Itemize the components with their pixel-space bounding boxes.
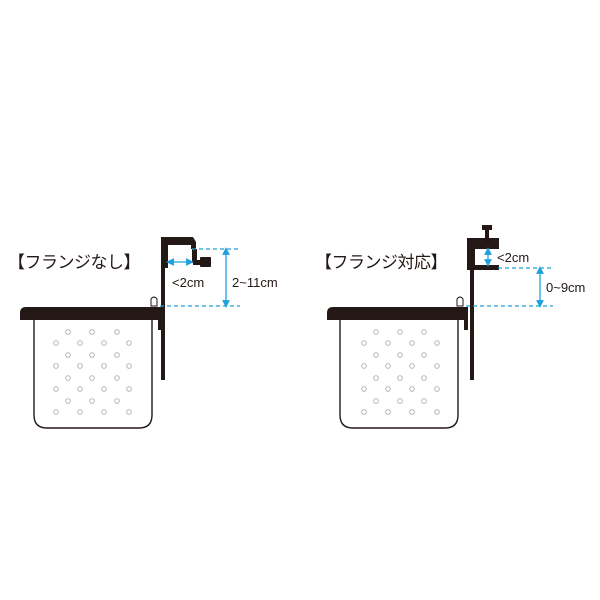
left-basin-holes	[53, 329, 132, 415]
left-clamp-screw-knob	[200, 257, 211, 267]
left-gap-label: <2cm	[172, 275, 205, 290]
right-sink-figure	[327, 225, 553, 429]
left-range-label: 2~11cm	[232, 275, 278, 290]
right-clamp-screw-knob	[482, 225, 492, 230]
left-countertop	[20, 307, 162, 330]
left-basin	[33, 320, 153, 429]
left-counter-knob	[150, 296, 158, 307]
right-gap-label: <2cm	[497, 250, 530, 265]
right-panel-title: 【フランジ対応】	[315, 253, 448, 273]
right-countertop	[327, 307, 468, 330]
right-counter-knob	[456, 296, 464, 307]
right-basin-holes	[361, 329, 440, 415]
left-sink-figure	[20, 237, 240, 429]
left-clamp-body	[161, 237, 196, 380]
right-basin	[339, 320, 459, 429]
left-panel-title: 【フランジなし】	[8, 253, 141, 273]
right-clamp-body	[467, 238, 499, 380]
right-clamp-screw-shaft	[485, 229, 489, 239]
right-range-label: 0~9cm	[546, 280, 586, 295]
